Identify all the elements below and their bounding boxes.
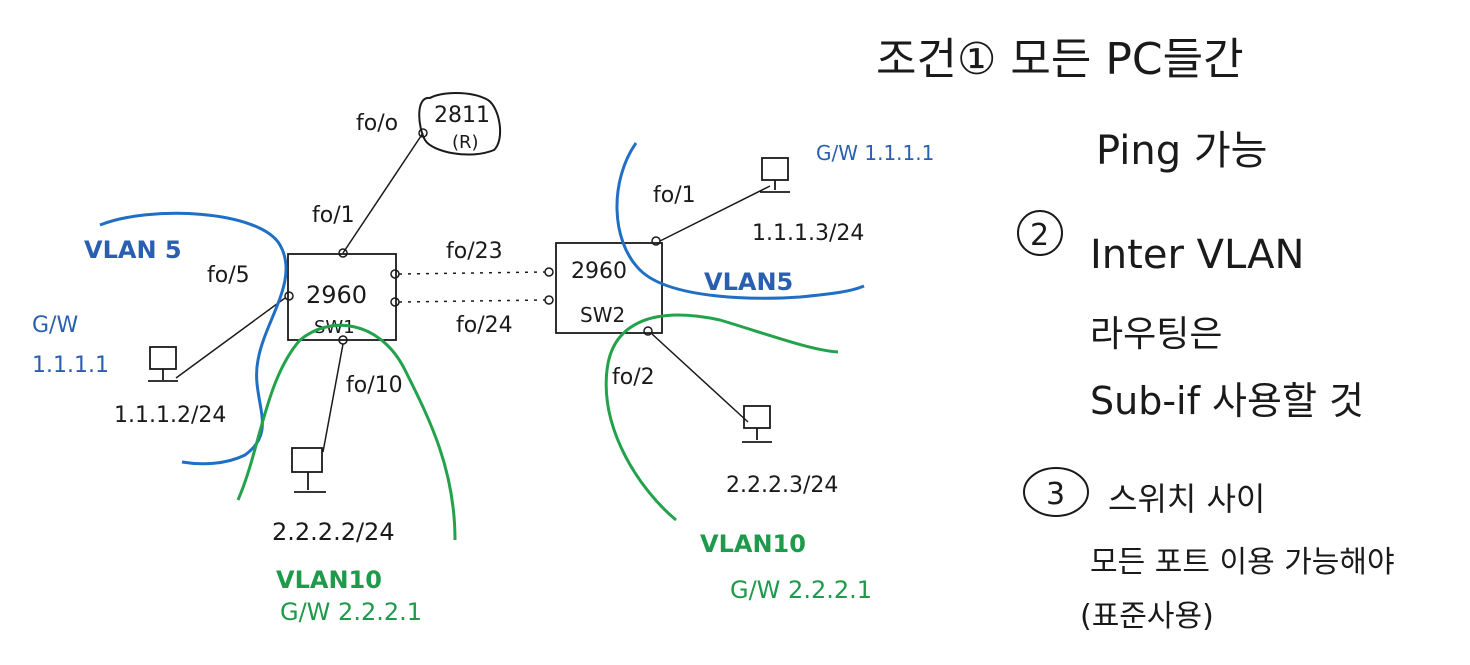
trunk-link-f0-24 (398, 299, 546, 303)
router-outline (418, 92, 502, 156)
sw2-port-f0-2: fo/2 (612, 365, 655, 390)
pc1-ip: 1.1.1.2/24 (114, 403, 226, 428)
vlan10-left-label: VLAN10 (276, 566, 382, 594)
trunk-port-f0-23: fo/23 (446, 239, 503, 264)
vlan10-left-boundary (236, 323, 457, 541)
sw2-port-dot-f0-23 (544, 267, 554, 277)
sw2-port-f0-1: fo/1 (653, 183, 696, 208)
sw1-port-f0-10: fo/10 (346, 373, 403, 398)
condition2-number: 2 (1030, 218, 1049, 253)
router-sw1-link (342, 132, 424, 254)
vlan5-right-gw: G/W 1.1.1.1 (816, 141, 934, 165)
condition3-number: 3 (1046, 477, 1065, 512)
pc4-icon (742, 405, 772, 443)
pc1-icon (148, 346, 178, 382)
sw1-port-dot-f0-23 (390, 269, 400, 279)
sw1-port-f0-5: fo/5 (207, 263, 250, 288)
sw2-name: SW2 (580, 303, 625, 327)
condition3-line2: 모든 포트 이용 가능해야 (1090, 545, 1395, 580)
trunk-link-f0-23 (398, 271, 546, 275)
condition3-line1: 스위치 사이 (1108, 480, 1265, 518)
sw2-model: 2960 (571, 259, 627, 284)
condition3-number-circle (1023, 467, 1089, 517)
vlan10-right-gw: G/W 2.2.2.1 (730, 576, 872, 604)
sw2-box (555, 242, 663, 334)
sw2-pc3-link (659, 185, 771, 242)
sw1-pc2-link (322, 343, 344, 453)
sw2-pc4-link (651, 333, 749, 423)
vlan10-left-gw: G/W 2.2.2.1 (280, 598, 422, 626)
vlan5-left-label: VLAN 5 (84, 236, 182, 264)
sw1-port-dot-f0-1 (338, 248, 348, 258)
condition3-line3: (표준사용) (1080, 599, 1214, 634)
sw2-port-dot-f0-24 (544, 295, 554, 305)
condition2-line2: 라우팅은 (1090, 314, 1222, 355)
pc3-ip: 1.1.1.3/24 (752, 221, 864, 246)
condition2-line3: Sub-if 사용할 것 (1090, 379, 1364, 423)
router-note: (R) (452, 132, 479, 153)
sw2-port-dot-f0-2 (643, 326, 653, 336)
router-port-dot (418, 128, 428, 138)
pc4-ip: 2.2.2.3/24 (726, 473, 838, 498)
pc2-ip: 2.2.2.2/24 (272, 518, 395, 546)
vlan10-right-boundary (604, 313, 839, 522)
pc2-icon (291, 447, 326, 493)
sw1-name: SW1 (314, 317, 355, 338)
vlan5-left-boundary (99, 211, 288, 466)
condition2-number-circle (1017, 210, 1063, 256)
vlan5-right-label: VLAN5 (704, 268, 793, 296)
vlan5-left-gw-label: G/W (32, 313, 78, 338)
sw1-port-dot-f0-24 (390, 297, 400, 307)
condition1-line1: 조건① 모든 PC들간 (876, 34, 1244, 85)
sw1-model: 2960 (306, 281, 367, 309)
sw1-port-f0-1: fo/1 (312, 203, 355, 228)
sw1-box (287, 253, 397, 341)
pc3-icon (760, 157, 790, 193)
vlan10-right-label: VLAN10 (700, 530, 806, 558)
vlan5-right-boundary (615, 142, 865, 300)
condition1-line2: Ping 가능 (1096, 128, 1267, 174)
router-model: 2811 (434, 103, 490, 128)
vlan5-left-gw-ip: 1.1.1.1 (32, 353, 109, 378)
router-port-f0-0: fo/o (356, 111, 398, 136)
sw1-pc1-link (175, 297, 286, 379)
condition2-line1: Inter VLAN (1090, 232, 1304, 278)
sw1-port-dot-f0-5 (284, 291, 294, 301)
trunk-port-f0-24: fo/24 (456, 313, 513, 338)
